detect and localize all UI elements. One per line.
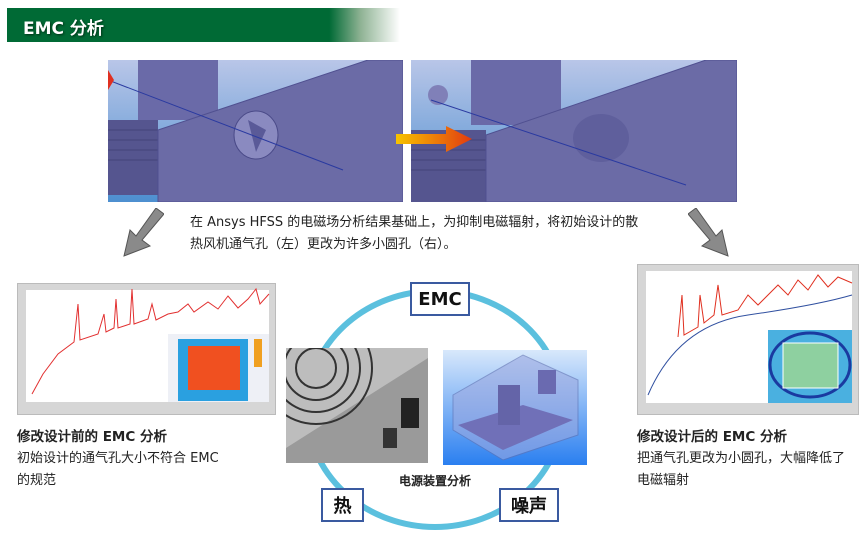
intro-text: 在 Ansys HFSS 的电磁场分析结果基础上，为抑制电磁辐射，将初始设计的散… bbox=[190, 212, 638, 256]
section-header: EMC 分析 bbox=[7, 8, 400, 42]
cycle-node-emc: EMC bbox=[410, 282, 470, 316]
cad-model-after-image bbox=[411, 60, 737, 202]
cad-model-before-image bbox=[108, 60, 403, 202]
cycle-node-noise: 噪声 bbox=[499, 488, 559, 522]
power-supply-cad-image bbox=[443, 350, 587, 465]
emission-chart-after bbox=[637, 264, 859, 415]
arrow-down-right-icon bbox=[688, 208, 729, 257]
after-text: 把通气孔更改为小圆孔，大幅降低了 bbox=[637, 451, 846, 466]
before-caption: 修改设计前的 EMC 分析 初始设计的通气孔大小不符合 EMC 的规范 bbox=[17, 426, 219, 492]
intro-line: 在 Ansys HFSS 的电磁场分析结果基础上，为抑制电磁辐射，将初始设计的散 bbox=[190, 215, 639, 230]
power-supply-photo bbox=[286, 348, 428, 463]
after-text: 电磁辐射 bbox=[637, 473, 690, 488]
arrow-down-left-icon bbox=[123, 208, 164, 257]
arrow-right-icon bbox=[396, 126, 472, 152]
before-title: 修改设计前的 EMC 分析 bbox=[17, 429, 167, 445]
before-text: 初始设计的通气孔大小不符合 EMC bbox=[17, 451, 219, 466]
cycle-node-heat: 热 bbox=[321, 488, 364, 522]
after-title: 修改设计后的 EMC 分析 bbox=[637, 429, 787, 445]
before-text: 的规范 bbox=[17, 473, 57, 488]
intro-line: 热风机通气孔（左）更改为许多小圆孔（右）。 bbox=[190, 237, 457, 252]
after-caption: 修改设计后的 EMC 分析 把通气孔更改为小圆孔，大幅降低了 电磁辐射 bbox=[637, 426, 845, 492]
emission-chart-before bbox=[17, 283, 276, 415]
section-title: EMC 分析 bbox=[23, 19, 104, 39]
cycle-center-label: 电源装置分析 bbox=[398, 474, 471, 488]
